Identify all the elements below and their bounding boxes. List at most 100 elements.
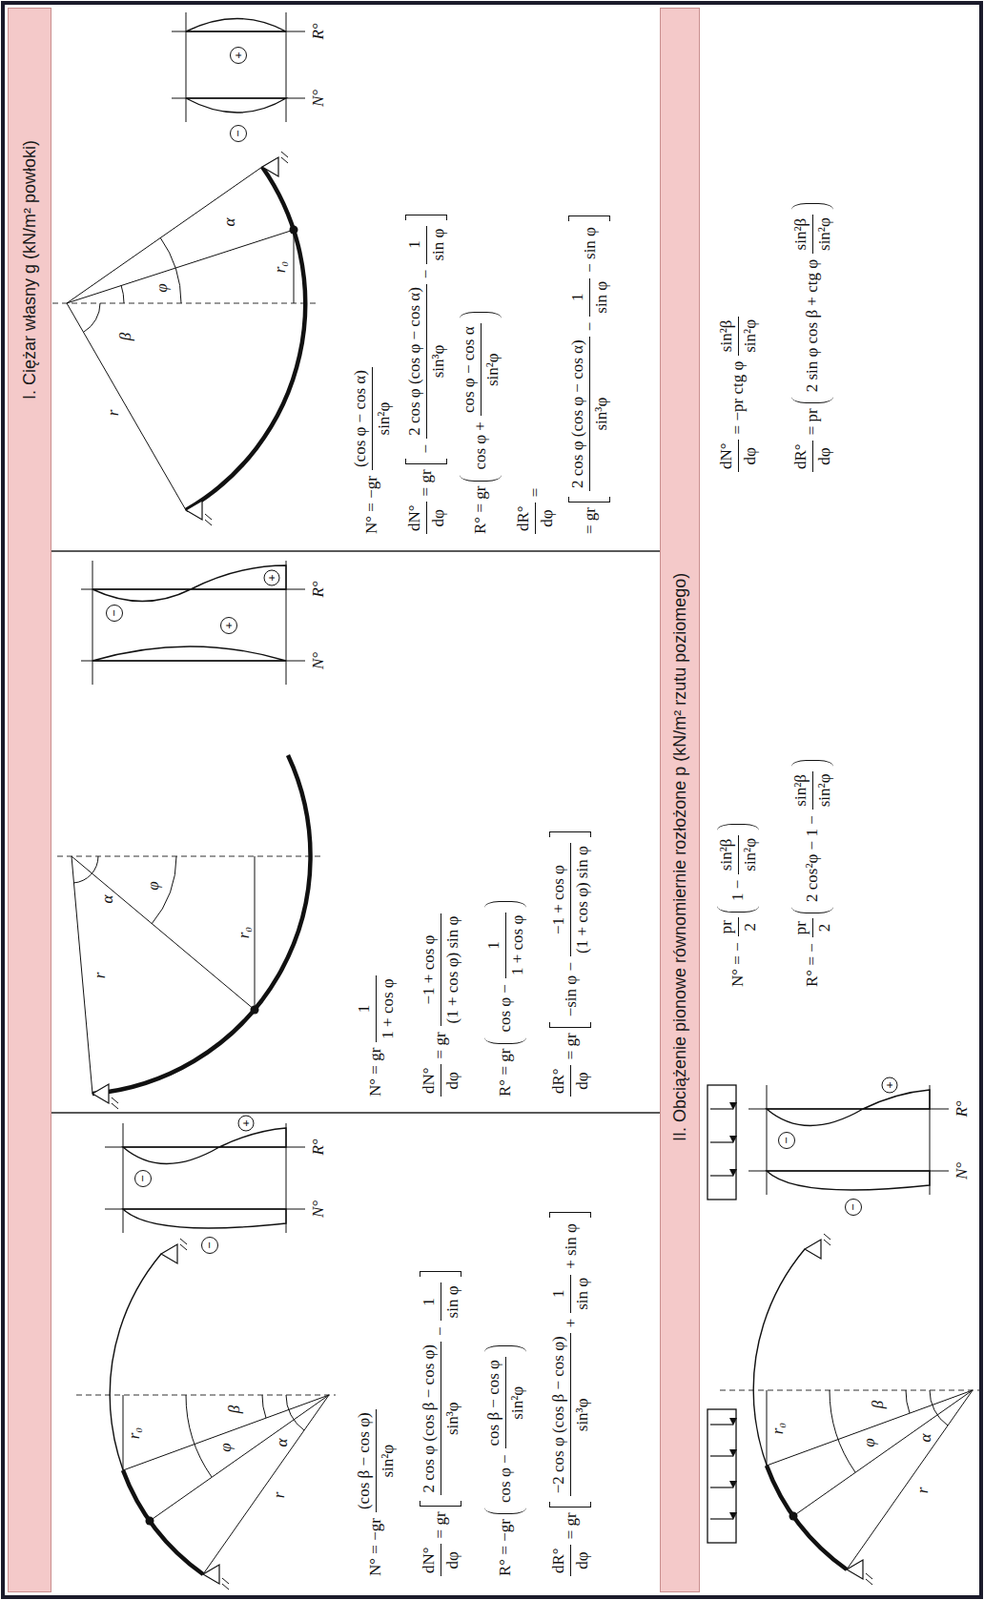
figure-symbol: N° [953, 1162, 970, 1180]
figure-symbol: β [869, 1400, 886, 1409]
section-heading: II. Obciążenie pionowe równomiernie rozł… [670, 573, 691, 1142]
fraction: −2 cos φ (cos β − cos φ)sin³φ [549, 1332, 592, 1497]
formula: N° = −pr2 1 −sin²βsin²φ [717, 821, 759, 990]
fraction: cos φ − cos αsin²φ [459, 323, 502, 416]
figure-symbol: r [91, 972, 108, 980]
fraction: 2 cos φ (cos φ − cos α)sin³φ [568, 336, 611, 492]
left-bracket [549, 1022, 592, 1028]
fraction: −1 + cos φ(1 + cos φ) sin φ [419, 913, 462, 1027]
parenthesis-group: 2 cos²φ − 1 −sin²βsin²φ [791, 759, 834, 915]
left-parenthesis [484, 1037, 527, 1045]
figure-symbol: R° [953, 1100, 970, 1117]
fraction: dR°dφ [513, 502, 556, 534]
formula-term: 1 − [728, 877, 748, 904]
numerator: dR° [549, 1065, 572, 1097]
numerator: 2 cos φ (cos φ − cos α) [405, 284, 428, 439]
denominator: dφ [427, 501, 449, 534]
numerator: dN° [419, 1543, 442, 1577]
numerator: −1 + cos φ [419, 913, 442, 1027]
denominator: sin φ [441, 1283, 463, 1322]
left-bracket [405, 458, 448, 465]
denominator: sin φ [427, 225, 449, 265]
figure-symbol: r [104, 410, 122, 417]
fraction: sin²βsin²φ [717, 835, 759, 875]
formula-block: N° = −gr(cos φ − cos α)sin²φdN°dφ= gr−2 … [350, 212, 611, 537]
parenthesis-group: 1 −sin²βsin²φ [717, 823, 759, 913]
sign-symbol: + [882, 1081, 896, 1088]
formula: dR°dφ= pr2 sin φ cos β + ctg φsin²βsin²φ [791, 201, 834, 475]
figure-symbol: N° [309, 1200, 327, 1218]
fraction: 2 cos φ (cos β − cos φ)sin³φ [419, 1341, 462, 1496]
fraction: 1sin φ [568, 278, 611, 317]
numerator: 2 cos φ (cos φ − cos α) [568, 336, 591, 492]
numerator: sin²β [791, 771, 814, 811]
formula: dN°dφ= −pr ctg φsin²βsin²φ [717, 313, 759, 475]
numerator: 1 [484, 912, 507, 979]
right-parenthesis [791, 759, 834, 767]
formula-block: N° = −pr2 1 −sin²βsin²φ R° = − pr2 2 cos²φ −… [717, 758, 834, 990]
formula-block: N° = gr11 + cos φ dN°dφ= gr−1 + cos φ(1 +… [354, 829, 592, 1100]
sign-symbol: + [231, 51, 245, 59]
square-bracket-group: −sin φ −−1 + cos φ(1 + cos φ) sin φ [549, 831, 592, 1028]
formula: dR°dφ= gr−sin φ −−1 + cos φ(1 + cos φ) s… [549, 829, 592, 1100]
formula-term: = gr [430, 1508, 451, 1541]
formula-term: = −pr ctg φ [728, 358, 748, 438]
sign-symbol: − [846, 1203, 860, 1210]
fraction: 1sin φ [549, 1274, 592, 1313]
formula-term: − [416, 441, 436, 457]
fraction: pr2 [717, 917, 759, 937]
formula-term: = pr [802, 405, 822, 438]
right-bracket [419, 1271, 462, 1278]
formula-term: N° = − [728, 939, 748, 990]
formula-term: R° = −gr [495, 1516, 515, 1579]
denominator: sin²φ [372, 367, 394, 471]
denominator: dφ [738, 439, 760, 472]
formula: dN°dφ= gr−1 + cos φ(1 + cos φ) sin φ [419, 910, 462, 1100]
formula-term: − [416, 266, 436, 283]
figure-symbol: r₀ [769, 1422, 786, 1435]
formula: dN°dφ= gr2 cos φ (cos β − cos φ)sin³φ−1s… [419, 1270, 462, 1580]
fraction: dN°dφ [419, 1543, 462, 1577]
sign-symbol: + [239, 1119, 252, 1127]
section-header-band: I. Ciężar własny g (kN/m² powłoki) [7, 7, 52, 1593]
parenthesis-group: cos φ +cos φ − cos αsin²φ [459, 311, 502, 481]
figure-symbol: r₀ [271, 261, 288, 274]
shell-column-1 [76, 1115, 336, 1590]
denominator: sin³φ [441, 1341, 463, 1496]
numerator: (cos β − cos φ) [354, 1409, 377, 1513]
formula-term: = [526, 485, 546, 501]
formula-term: N° = −gr [362, 472, 382, 537]
fraction: (cos φ − cos α)sin²φ [350, 367, 393, 471]
fraction: 11 + cos φ [484, 912, 527, 979]
denominator: (1 + cos φ) sin φ [571, 842, 593, 957]
formula: N° = gr11 + cos φ [354, 972, 397, 1100]
fraction: dN°dφ [419, 1064, 462, 1097]
left-parenthesis [484, 1507, 527, 1515]
left-parenthesis [791, 396, 834, 404]
denominator: (1 + cos φ) sin φ [441, 913, 463, 1027]
formula-term: = gr [561, 1509, 581, 1542]
denominator: dφ [441, 1543, 463, 1577]
right-parenthesis [484, 1345, 527, 1353]
section-header-band: II. Obciążenie pionowe równomiernie rozł… [659, 7, 700, 1593]
sign-symbol: − [136, 1174, 149, 1182]
numerator: dR° [513, 502, 536, 534]
fraction: dN°dφ [405, 501, 448, 534]
figure-symbol: β [225, 1405, 243, 1414]
figure-symbol: α [221, 218, 238, 227]
formula: R° = grcos φ +cos φ − cos αsin²φ [459, 309, 502, 537]
numerator: cos β − cos φ [484, 1356, 507, 1449]
formula-term: cos φ + [471, 418, 491, 473]
fraction: sin²βsin²φ [791, 214, 834, 254]
numerator: dR° [549, 1544, 572, 1577]
figure-symbol: R° [309, 580, 327, 597]
fraction: 2 cos φ (cos φ − cos α)sin³φ [405, 284, 448, 439]
denominator: 1 + cos φ [506, 912, 528, 979]
formula-term: R° = − [802, 940, 822, 990]
fraction: dR°dφ [791, 440, 834, 472]
shell-column-2 [57, 560, 325, 1109]
formula-term: 2 cos²φ − 1 − [802, 812, 822, 905]
fraction: dR°dφ [549, 1544, 592, 1577]
figure-symbol: φ [144, 881, 162, 890]
